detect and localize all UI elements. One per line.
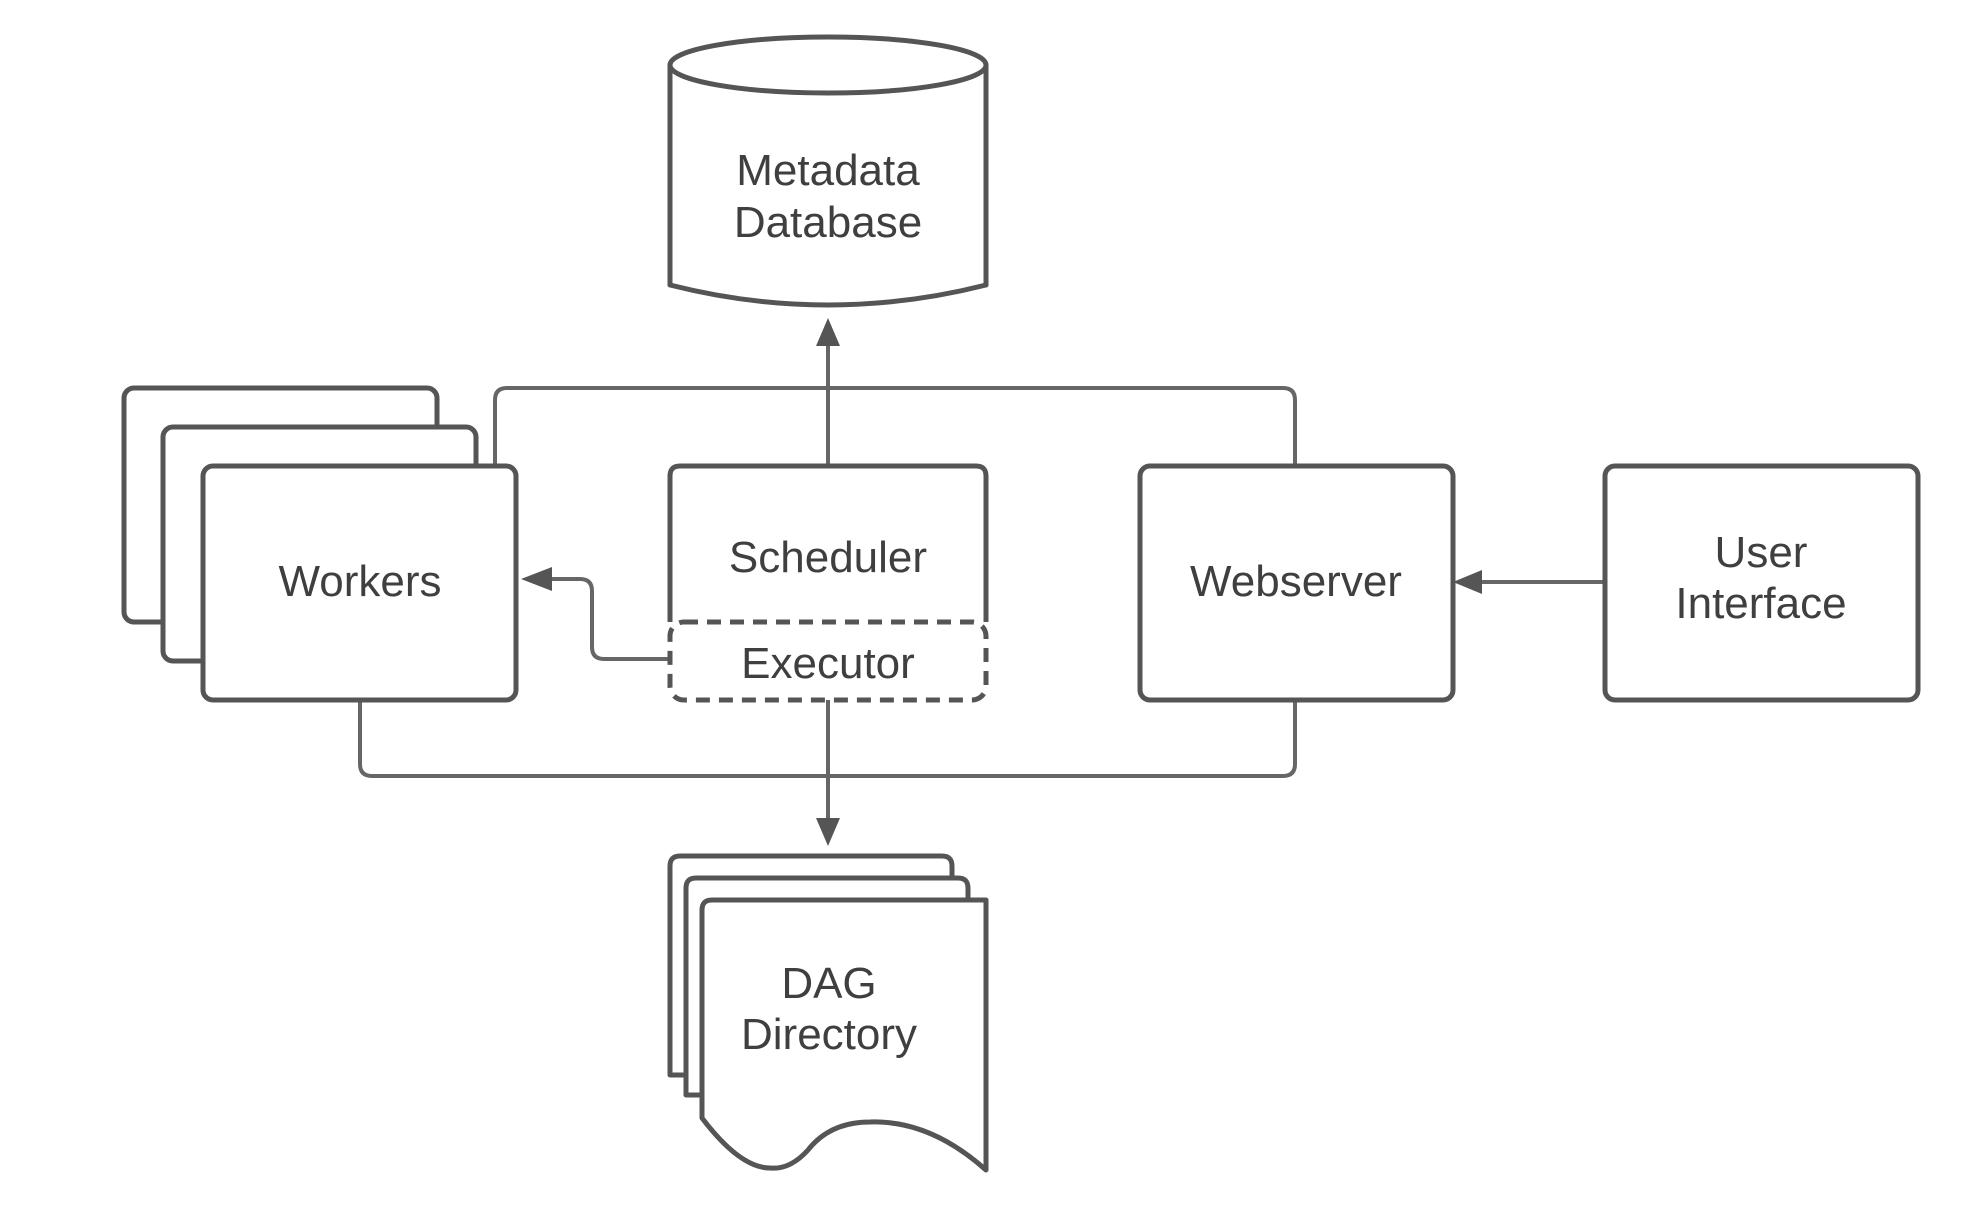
executor-label: Executor (741, 639, 915, 688)
dag-directory-label-line1: DAG (781, 959, 876, 1008)
executor-box (667, 619, 989, 703)
bus-top-connector (493, 386, 1297, 467)
database-arrowhead (816, 318, 840, 346)
webserver-label: Webserver (1190, 557, 1402, 606)
worker-card-front (200, 463, 519, 703)
webserver-node: Webserver (1137, 463, 1456, 703)
user-interface-label-line1: User (1715, 528, 1808, 577)
webserver-arrowhead (1453, 570, 1482, 594)
user-interface-label-line2: Interface (1675, 579, 1846, 628)
database-cylinder-top (667, 34, 989, 96)
webserver-box (1137, 463, 1456, 703)
workers-arrowhead (521, 567, 552, 591)
database-cylinder-icon (667, 62, 989, 308)
metadata-database-label-line1: Metadata (736, 146, 920, 195)
dag-document-front (699, 897, 989, 1173)
dag-directory-label-line2: Directory (741, 1010, 917, 1059)
scheduler-node: Scheduler Executor (667, 463, 989, 703)
metadata-database-label-line2: Database (734, 198, 922, 247)
workers-label: Workers (279, 557, 442, 606)
user-interface-node: User Interface (1602, 463, 1921, 703)
scheduler-box (667, 463, 989, 622)
workers-node: Workers (121, 385, 519, 703)
scheduler-label: Scheduler (729, 533, 927, 582)
dag-arrowhead (816, 818, 840, 846)
dag-directory-node: DAG Directory (667, 853, 989, 1173)
user-interface-box (1602, 463, 1921, 703)
executor-to-workers-connector (546, 577, 672, 661)
metadata-database-node: Metadata Database (667, 34, 989, 308)
